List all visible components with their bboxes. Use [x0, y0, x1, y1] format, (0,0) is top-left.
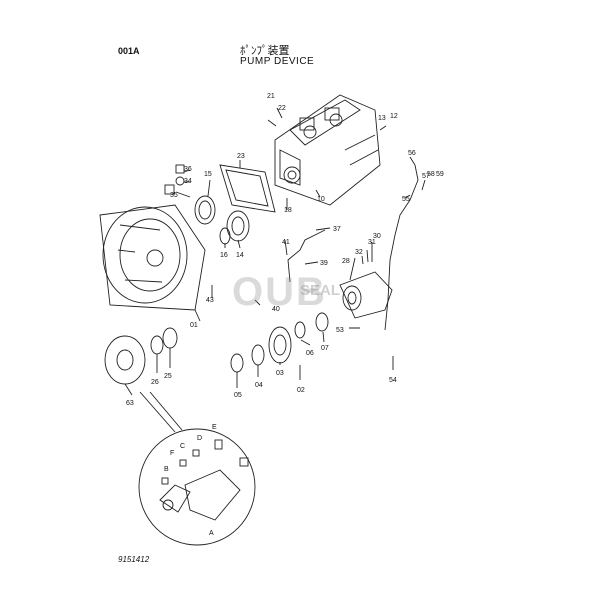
gasket-23 — [219, 164, 276, 213]
callout-16: 16 — [220, 252, 228, 259]
ring-06 — [294, 321, 306, 339]
ring-25 — [162, 327, 178, 349]
callout-01: 01 — [190, 322, 198, 329]
coupling-63 — [104, 335, 146, 385]
detail-view-circle — [138, 428, 256, 546]
callout-06: 06 — [306, 350, 314, 357]
callout-55: 55 — [402, 196, 410, 203]
callout-12: 12 — [390, 113, 398, 120]
callout-c: C — [180, 443, 185, 450]
callout-a: A — [209, 530, 214, 537]
callout-18: 18 — [284, 207, 292, 214]
watermark: OUB — [232, 270, 327, 314]
coupling-detail — [159, 439, 249, 521]
page-title: PUMP DEVICE — [240, 56, 315, 67]
callout-05: 05 — [234, 392, 242, 399]
plug-36 — [175, 164, 185, 174]
callout-58: 58 — [427, 171, 435, 178]
callout-57: 57 — [422, 173, 430, 180]
callout-21: 21 — [267, 93, 275, 100]
callout-25: 25 — [164, 373, 172, 380]
housing-01 — [99, 204, 206, 311]
gear-pump-28 — [339, 271, 393, 319]
callout-43: 43 — [206, 297, 214, 304]
callout-23: 23 — [237, 153, 245, 160]
callout-56: 56 — [408, 150, 416, 157]
watermark-suffix: SEAL — [300, 282, 341, 299]
callout-37: 37 — [333, 226, 341, 233]
gear-15 — [194, 195, 216, 225]
callout-41: 41 — [282, 239, 290, 246]
callout-03: 03 — [276, 370, 284, 377]
callout-22: 22 — [278, 105, 286, 112]
drawing-number: 9151412 — [118, 555, 150, 564]
seal-05 — [230, 353, 244, 373]
callout-14: 14 — [236, 252, 244, 259]
plug-35 — [164, 184, 175, 195]
ring-16 — [219, 227, 231, 245]
page-title-jp: ﾎﾟﾝﾌﾟ装置 — [240, 45, 290, 57]
callout-36: 36 — [184, 166, 192, 173]
callout-59: 59 — [436, 171, 444, 178]
callout-31: 31 — [368, 239, 376, 246]
callout-34: 34 — [184, 178, 192, 185]
callout-26: 26 — [151, 379, 159, 386]
callout-e: E — [212, 424, 217, 431]
shaft-04 — [251, 344, 265, 366]
page-code: 001A — [118, 46, 140, 56]
callout-d: D — [197, 435, 202, 442]
callout-54: 54 — [389, 377, 397, 384]
callout-10: 10 — [317, 196, 325, 203]
main-pump-body — [274, 94, 381, 206]
dipstick-39 — [287, 229, 326, 283]
callout-13: 13 — [378, 115, 386, 122]
ring-26 — [150, 335, 164, 355]
callout-32: 32 — [355, 249, 363, 256]
callout-15: 15 — [204, 171, 212, 178]
callout-04: 04 — [255, 382, 263, 389]
callout-63: 63 — [126, 400, 134, 407]
ring-34 — [175, 176, 185, 186]
seal-07 — [315, 312, 329, 332]
callout-02: 02 — [297, 387, 305, 394]
callout-b: B — [164, 466, 169, 473]
callout-35: 35 — [170, 192, 178, 199]
callout-53: 53 — [336, 327, 344, 334]
callout-30: 30 — [373, 233, 381, 240]
callout-28: 28 — [342, 258, 350, 265]
callout-07: 07 — [321, 345, 329, 352]
pipe-56 — [384, 164, 419, 331]
callout-f: F — [170, 450, 174, 457]
gear-03 — [268, 326, 292, 364]
callout-40: 40 — [272, 306, 280, 313]
callout-39: 39 — [320, 260, 328, 267]
